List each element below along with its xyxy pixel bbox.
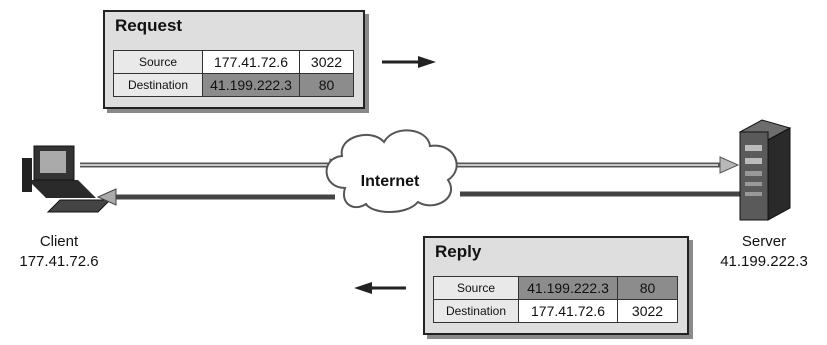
table-row: Destination 41.199.222.3 80	[113, 73, 354, 97]
reply-destination-label: Destination	[433, 299, 519, 323]
table-row: Source 41.199.222.3 80	[433, 276, 678, 300]
reply-destination-port: 3022	[617, 299, 678, 323]
server-name: Server	[741, 233, 787, 250]
server-label: Server 41.199.222.3	[706, 232, 822, 272]
request-destination-ip: 41.199.222.3	[202, 73, 300, 97]
table-row: Destination 177.41.72.6 3022	[433, 299, 678, 323]
request-title: Request	[115, 16, 183, 35]
reply-source-ip: 41.199.222.3	[518, 276, 618, 300]
server-ip: 41.199.222.3	[720, 253, 808, 270]
request-source-label: Source	[113, 50, 203, 74]
request-destination-label: Destination	[113, 73, 203, 97]
computer-icon	[22, 145, 112, 213]
reply-source-label: Source	[433, 276, 519, 300]
reply-direction-arrow	[354, 282, 406, 294]
client-ip: 177.41.72.6	[19, 253, 99, 270]
request-destination-port: 80	[299, 73, 354, 97]
reply-title: Reply	[435, 242, 482, 261]
request-source-ip: 177.41.72.6	[202, 50, 300, 74]
internet-cloud	[325, 129, 458, 213]
return-line	[96, 188, 740, 206]
request-direction-arrow	[382, 56, 436, 68]
request-table: Source 177.41.72.6 3022 Destination 41.1…	[113, 50, 354, 97]
request-panel: Request Source 177.41.72.6 3022 Destinat…	[103, 10, 365, 109]
reply-table: Source 41.199.222.3 80 Destination 177.4…	[433, 276, 678, 323]
reply-source-port: 80	[617, 276, 678, 300]
table-row: Source 177.41.72.6 3022	[113, 50, 354, 74]
reply-destination-ip: 177.41.72.6	[518, 299, 618, 323]
reply-panel: Reply Source 41.199.222.3 80 Destination…	[423, 236, 689, 335]
client-name: Client	[39, 233, 79, 250]
internet-label: Internet	[360, 173, 420, 190]
request-source-port: 3022	[299, 50, 354, 74]
client-label: Client 177.41.72.6	[4, 232, 114, 272]
server-tower-icon	[738, 119, 792, 221]
